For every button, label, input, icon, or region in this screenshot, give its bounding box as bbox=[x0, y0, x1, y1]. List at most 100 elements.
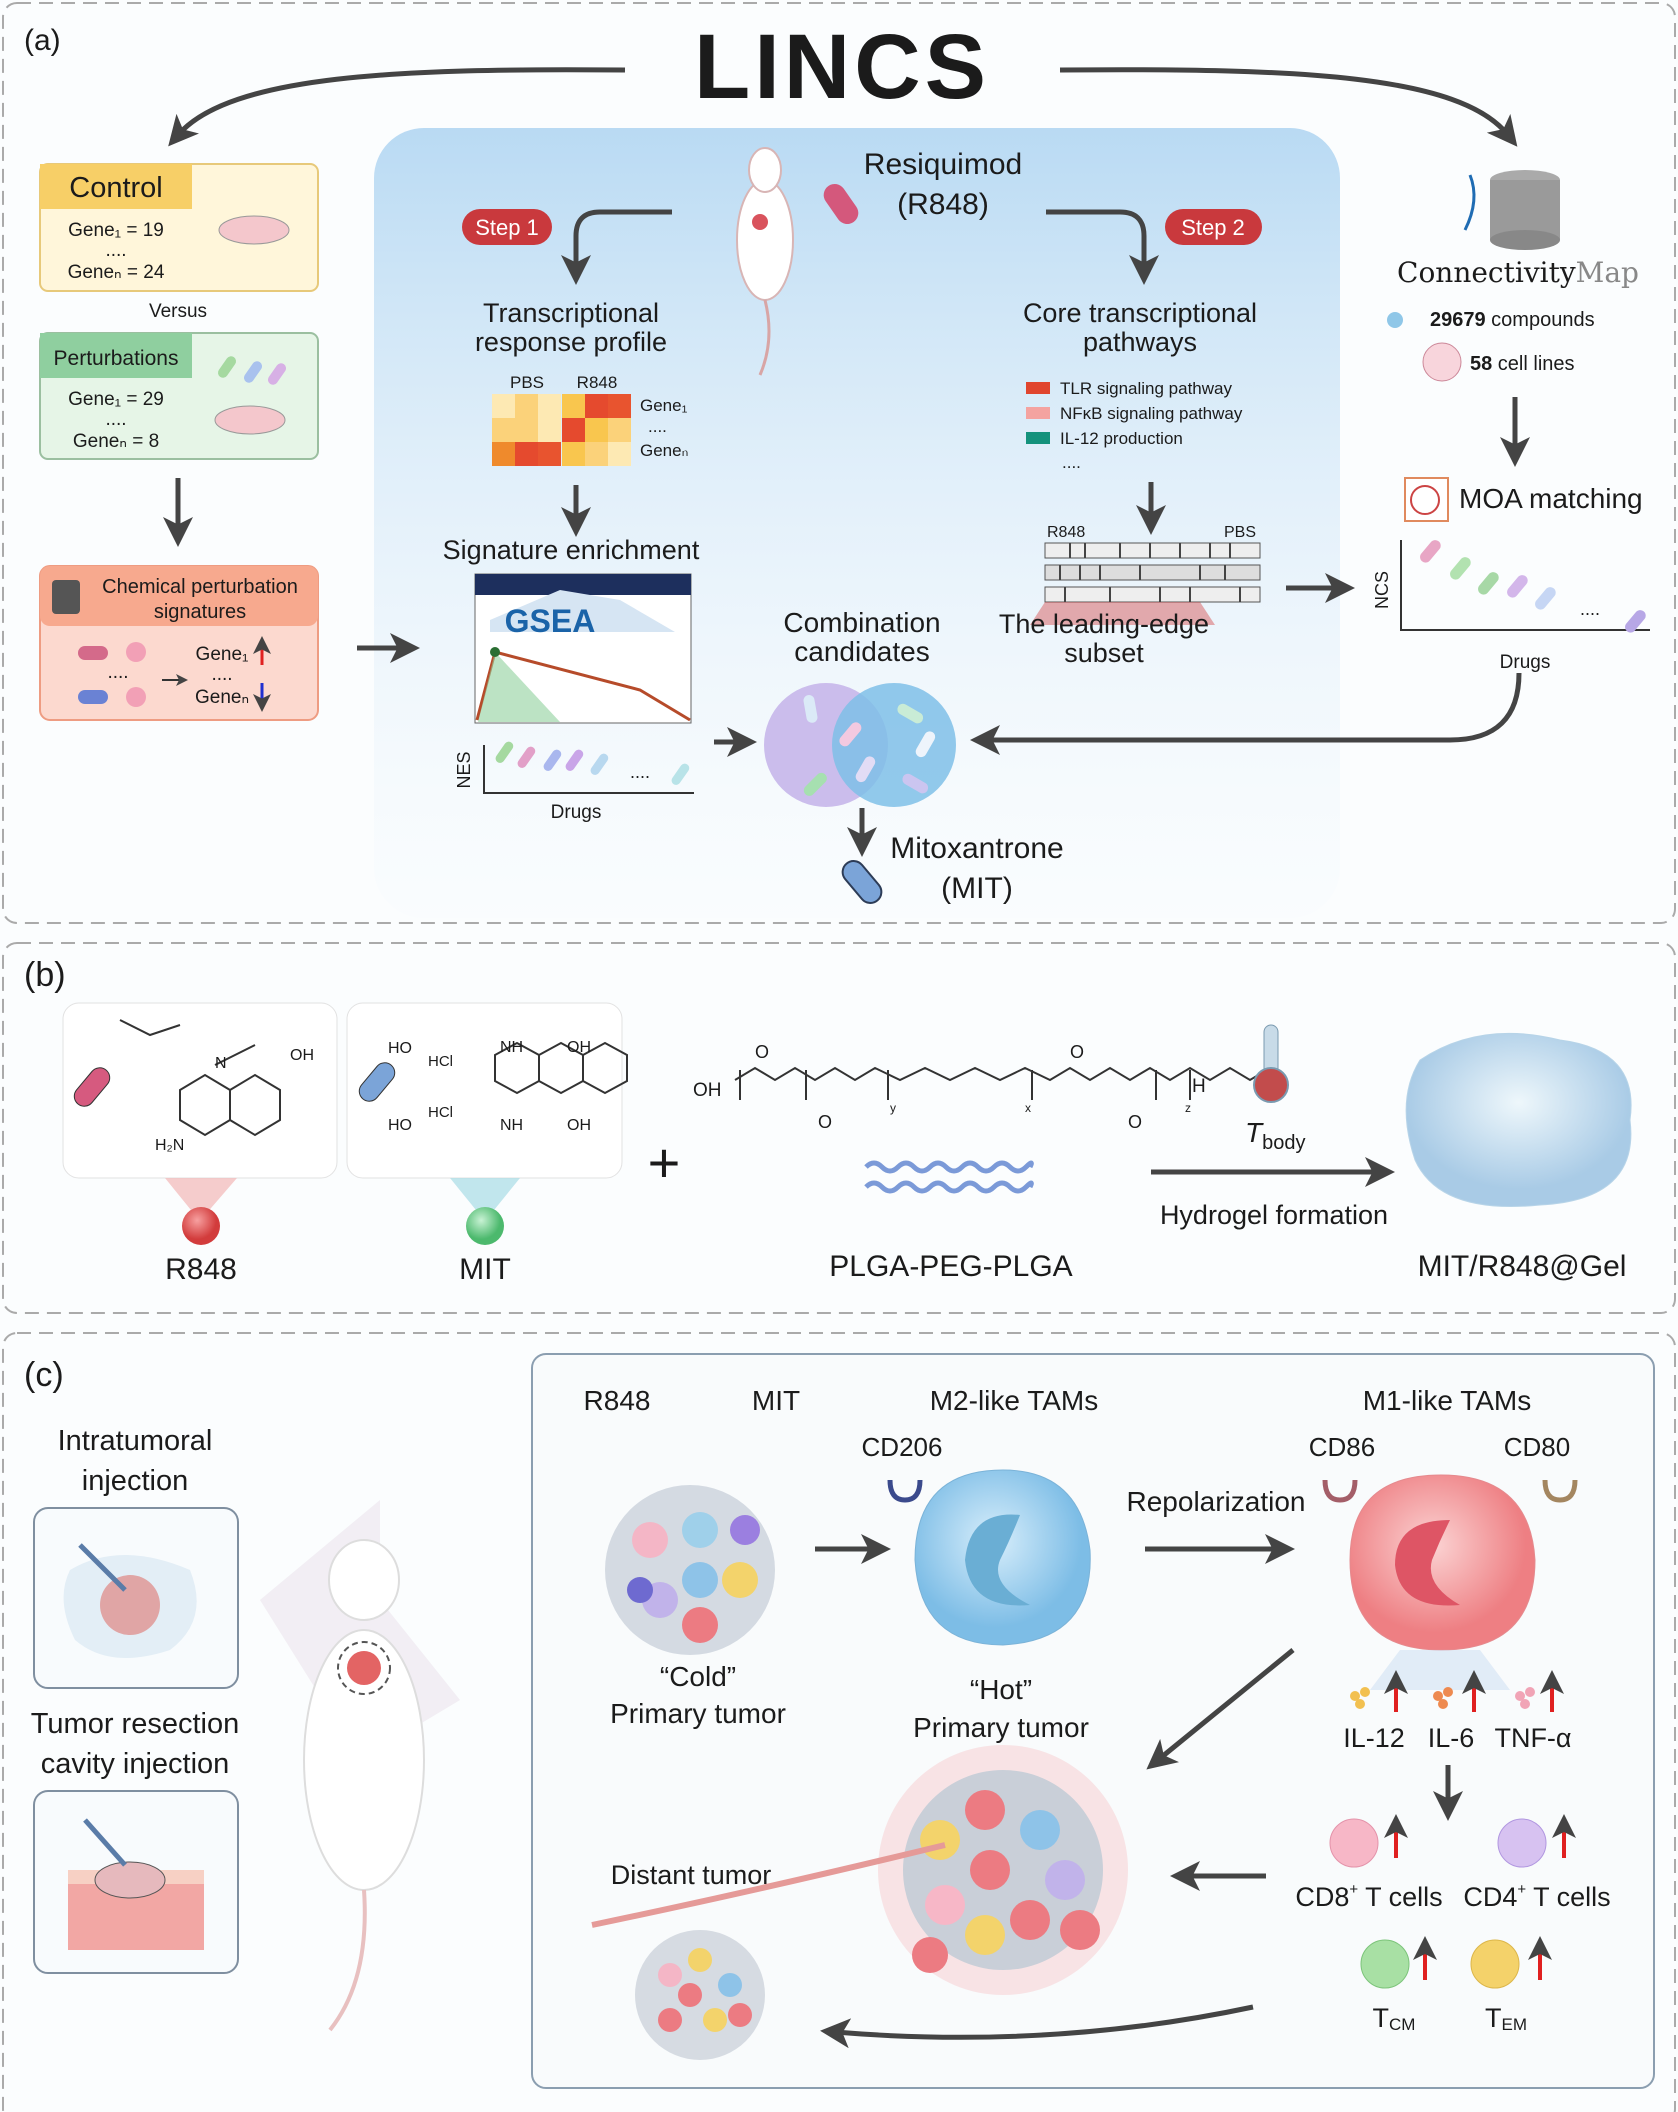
m2-tams-title: M2-like TAMs bbox=[930, 1385, 1099, 1416]
distant-tumor-label: Distant tumor bbox=[611, 1860, 772, 1890]
signature-enrichment-title: Signature enrichment bbox=[443, 535, 700, 565]
atom-label: HO bbox=[388, 1117, 412, 1134]
cytokine-icon bbox=[1350, 1691, 1360, 1701]
atom-label: OH bbox=[567, 1117, 591, 1134]
pathway-legend: TLR signaling pathway NFκB signaling pat… bbox=[1026, 379, 1243, 472]
cd80-label: CD80 bbox=[1504, 1432, 1570, 1462]
transcriptional-title-1: Transcriptional bbox=[483, 298, 659, 328]
leading-edge-title-1: The leading-edge bbox=[999, 609, 1209, 639]
t-body-label: Tbody bbox=[1245, 1117, 1305, 1154]
resection-label-1: Tumor resection bbox=[31, 1708, 239, 1740]
compounds-count: 29679 compounds bbox=[1430, 309, 1595, 331]
hydrogel-icon bbox=[1405, 1032, 1632, 1208]
resection-label-2: cavity injection bbox=[41, 1748, 230, 1780]
m1-macrophage-icon bbox=[1349, 1474, 1536, 1651]
ncs-plot: NCS Drugs .... bbox=[1372, 540, 1650, 673]
atom-label: HCl bbox=[428, 1104, 453, 1121]
mit-structure-card: HO HCl NH OH HO HCl NH OH bbox=[346, 1002, 628, 1215]
distant-tumor-icon bbox=[635, 1930, 765, 2060]
step-2-badge bbox=[1165, 209, 1262, 245]
mouse-icon bbox=[260, 1500, 460, 2032]
cmap-title: ConnectivityMap bbox=[1397, 256, 1639, 289]
gsea-logo: GSEA bbox=[505, 603, 596, 639]
resiquimod-label: Resiquimod bbox=[864, 148, 1022, 181]
lincs-logo: LINCS bbox=[694, 16, 990, 118]
cytokine-il12: IL-12 bbox=[1343, 1723, 1405, 1753]
t-cells: CD8+ T cells CD4+ T cells TCM TEM bbox=[1295, 1814, 1611, 2034]
arrow-to-combination bbox=[970, 672, 1522, 755]
atom-label: NH bbox=[500, 1039, 523, 1056]
database-icon bbox=[52, 580, 80, 614]
cold-label-2: Primary tumor bbox=[610, 1698, 786, 1729]
cytokines: IL-12 IL-6 TNF-α bbox=[1343, 1670, 1572, 1753]
barcode-plot: R848 PBS bbox=[1030, 524, 1261, 625]
arrow-step2 bbox=[1046, 209, 1159, 285]
pill-icon bbox=[217, 356, 237, 378]
tcm-cell-icon bbox=[1360, 1939, 1410, 1989]
atom-label: OH bbox=[567, 1039, 591, 1056]
heatmap-row-genen: Geneₙ bbox=[640, 441, 688, 460]
legend-swatch-il12 bbox=[1026, 432, 1050, 444]
perturbations-genen: Geneₙ = 8 bbox=[73, 431, 159, 452]
cell-line-icon bbox=[1422, 342, 1462, 382]
petri-dish-icon bbox=[214, 405, 286, 435]
chemical-gene1: Gene₁ bbox=[196, 644, 249, 665]
tem-cell-icon bbox=[1470, 1939, 1520, 1989]
chemical-signatures-box: Chemical perturbation signatures .... Ge… bbox=[39, 565, 319, 721]
barcode-r848-label: R848 bbox=[1047, 524, 1085, 541]
subscript: y bbox=[890, 1101, 896, 1115]
cd206-label: CD206 bbox=[862, 1432, 943, 1462]
chemical-title-2: signatures bbox=[154, 601, 246, 623]
combination-title-1: Combination bbox=[783, 607, 940, 638]
cytokine-tnfa: TNF-α bbox=[1494, 1723, 1571, 1753]
heatmap-row-gene1: Gene₁ bbox=[640, 396, 688, 415]
mit-pill-icon bbox=[841, 860, 883, 904]
atom-label: OH bbox=[290, 1047, 314, 1064]
superscript: + bbox=[1349, 1881, 1358, 1898]
heatmap-col-r848: R848 bbox=[577, 373, 618, 392]
pill-icon bbox=[243, 361, 263, 383]
r848-molecule bbox=[119, 1019, 281, 1137]
t-text: T bbox=[1485, 2003, 1502, 2033]
nucleus-icon bbox=[1395, 1520, 1460, 1606]
atom-label: O bbox=[755, 1042, 769, 1062]
cd8-suffix: T cells bbox=[1358, 1882, 1443, 1912]
cd86-label: CD86 bbox=[1309, 1432, 1375, 1462]
dots: .... bbox=[107, 662, 128, 683]
superscript: + bbox=[1517, 1881, 1526, 1898]
venn-diagram bbox=[764, 683, 956, 807]
atom-label: O bbox=[1128, 1112, 1142, 1132]
mit-label: MIT bbox=[752, 1385, 800, 1416]
transcriptional-title-2: response profile bbox=[475, 327, 667, 357]
cells-icon bbox=[126, 687, 146, 707]
mit-sphere bbox=[466, 1207, 504, 1245]
dots: .... bbox=[211, 664, 232, 685]
in-vivo-panel bbox=[374, 128, 1340, 918]
core-pathways-title-1: Core transcriptional bbox=[1023, 298, 1257, 328]
legend-il12: IL-12 production bbox=[1060, 429, 1183, 448]
versus-label: Versus bbox=[149, 301, 207, 322]
atom-label: OH bbox=[693, 1080, 722, 1101]
syringe-icon bbox=[78, 1543, 127, 1592]
cells-number: 58 bbox=[1470, 353, 1492, 375]
atom-label: HO bbox=[388, 1040, 412, 1057]
legend-nfkb: NFκB signaling pathway bbox=[1060, 404, 1243, 423]
pill-icon bbox=[78, 646, 108, 660]
heatmap: PBS R848 Gene₁ .... Geneₙ bbox=[492, 373, 688, 466]
plga-peg-plga-label: PLGA-PEG-PLGA bbox=[829, 1250, 1072, 1283]
cold-label-1: “Cold” bbox=[660, 1661, 736, 1692]
perturbations-gene1: Gene₁ = 29 bbox=[68, 389, 164, 410]
ncs-x-label: Drugs bbox=[1500, 652, 1551, 673]
nes-axis-label: NES bbox=[454, 751, 474, 788]
panel-b-label: (b) bbox=[24, 956, 66, 994]
cd8-t-cell-icon bbox=[1329, 1818, 1379, 1868]
hot-label-1: “Hot” bbox=[970, 1674, 1032, 1705]
mouse-icon bbox=[736, 147, 794, 376]
chemical-genen: Geneₙ bbox=[195, 687, 249, 708]
cd8-text: CD8 bbox=[1295, 1882, 1349, 1912]
control-title: Control bbox=[69, 172, 163, 204]
cd4-t-cell-icon bbox=[1497, 1818, 1547, 1868]
legend-swatch-nfkb bbox=[1026, 407, 1050, 419]
